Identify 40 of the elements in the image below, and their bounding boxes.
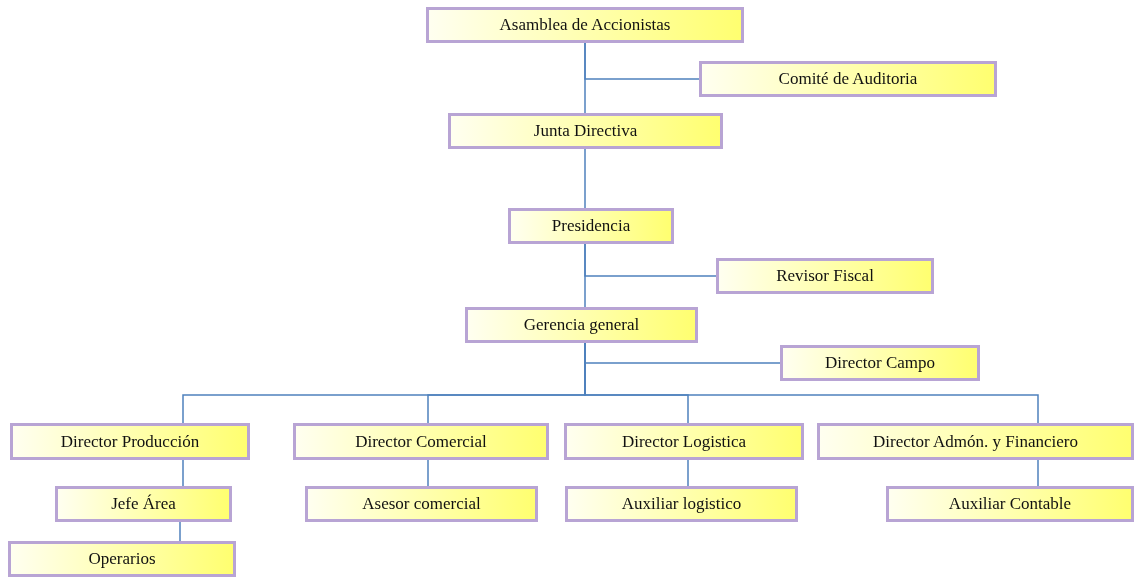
org-box xyxy=(426,7,744,43)
box-label: Director Comercial xyxy=(355,431,487,452)
org-box xyxy=(8,541,236,577)
box-label: Auxiliar logistico xyxy=(621,494,742,514)
box-label: Operarios xyxy=(88,549,156,569)
org-box xyxy=(508,208,674,244)
org-box xyxy=(293,423,549,460)
box-label: Jefe Área xyxy=(111,494,176,514)
box-label: Director Admón. y Financiero xyxy=(873,431,1078,452)
box-label: Gerencia general xyxy=(523,315,640,335)
box-label: Director Campo xyxy=(825,353,935,373)
org-box xyxy=(305,486,538,522)
connector-line xyxy=(1037,459,1039,487)
org-box xyxy=(886,486,1134,522)
org-box xyxy=(465,307,698,343)
org-box xyxy=(565,486,798,522)
box-label: Auxiliar Contable xyxy=(948,494,1072,514)
org-box xyxy=(55,486,232,522)
connector-line xyxy=(584,148,586,209)
org-box xyxy=(564,423,804,460)
org-box xyxy=(448,113,723,149)
box-label: Director Logistica xyxy=(621,431,747,452)
org-box xyxy=(716,258,934,294)
box-label: Asamblea de Accionistas xyxy=(499,15,671,35)
connector-line xyxy=(584,243,586,308)
org-box xyxy=(10,423,250,460)
connector-line xyxy=(584,42,586,114)
box-label: Comité de Auditoria xyxy=(778,69,918,89)
connector-line xyxy=(182,459,184,487)
org-box xyxy=(817,423,1134,460)
connector-line xyxy=(179,521,181,542)
org-box xyxy=(780,345,980,381)
box-label: Revisor Fiscal xyxy=(776,266,874,286)
box-label: Junta Directiva xyxy=(533,121,638,141)
connector-line xyxy=(427,459,429,487)
box-label: Director Producción xyxy=(60,431,200,452)
connector-line xyxy=(687,459,689,487)
box-label: Presidencia xyxy=(551,216,631,236)
org-box xyxy=(699,61,997,97)
box-label: Asesor comercial xyxy=(362,494,481,514)
